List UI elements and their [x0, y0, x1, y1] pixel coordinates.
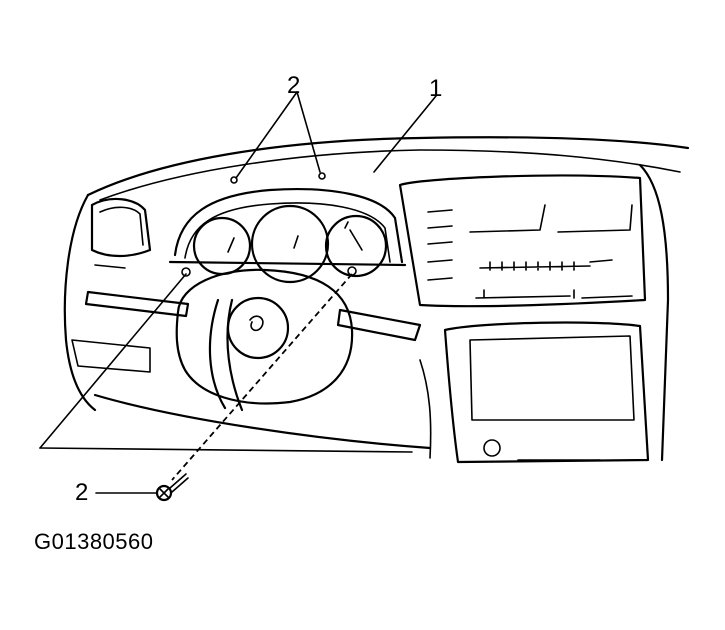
left-lower-panel [71, 339, 151, 373]
gauge-center [250, 204, 330, 284]
gauge-right-needle [344, 221, 363, 251]
callout-label-1: 1 [429, 75, 443, 102]
leader-bottom-left [39, 273, 187, 449]
radio-upper-right [557, 204, 633, 233]
leader-top2-right [296, 91, 321, 173]
dashboard-top-edge [86, 136, 690, 197]
steering-spoke-right [226, 298, 244, 412]
screw-install-line [171, 273, 353, 481]
lower-compartment-inner [469, 335, 635, 421]
left-vent-base [94, 264, 126, 269]
dashboard-top-edge-inner [99, 149, 681, 201]
left-vent-inner [99, 206, 144, 246]
leader-bottom-base [39, 447, 413, 453]
hub-emblem [249, 315, 264, 332]
figure-code: G01380560 [34, 529, 154, 554]
center-vent-slats [427, 209, 453, 281]
radio-knob [589, 259, 613, 263]
cluster-hood [173, 187, 404, 264]
dashboard-left-edge [63, 193, 97, 412]
cluster-screw-hole-left [181, 267, 191, 277]
gauge-right [324, 214, 388, 278]
radio-lower-row [475, 289, 633, 299]
left-vent [90, 197, 152, 258]
screw-icon [155, 473, 189, 502]
dashboard-lower-trim [419, 359, 432, 459]
lower-compartment [443, 321, 650, 464]
lower-round-button [483, 439, 501, 457]
gauge-center-needle [293, 235, 299, 249]
hood-screw-hole-right [318, 172, 326, 180]
steering-hub [226, 296, 290, 360]
right-stalk [336, 308, 422, 342]
hood-screw-hole-left [230, 176, 238, 184]
leader-top2-left [235, 91, 298, 179]
steering-wheel-pad [175, 268, 354, 405]
cluster-hood-inner [184, 202, 391, 263]
radio-buttons [479, 261, 591, 271]
steering-spoke-left [208, 298, 227, 410]
leader-1 [373, 95, 437, 173]
cluster-screw-hole-right [347, 266, 357, 276]
callout-label-2-top: 2 [287, 72, 301, 99]
radio-upper-left [469, 204, 546, 233]
dashboard-lower-edge [93, 393, 432, 450]
gauge-left [192, 216, 252, 276]
callout-label-2-screw: 2 [75, 479, 89, 506]
center-stack-outline [398, 174, 647, 308]
cluster-bottom [168, 260, 407, 267]
dashboard-right-edge [638, 163, 670, 462]
gauge-left-needle [227, 237, 235, 253]
left-stalk [84, 290, 190, 318]
